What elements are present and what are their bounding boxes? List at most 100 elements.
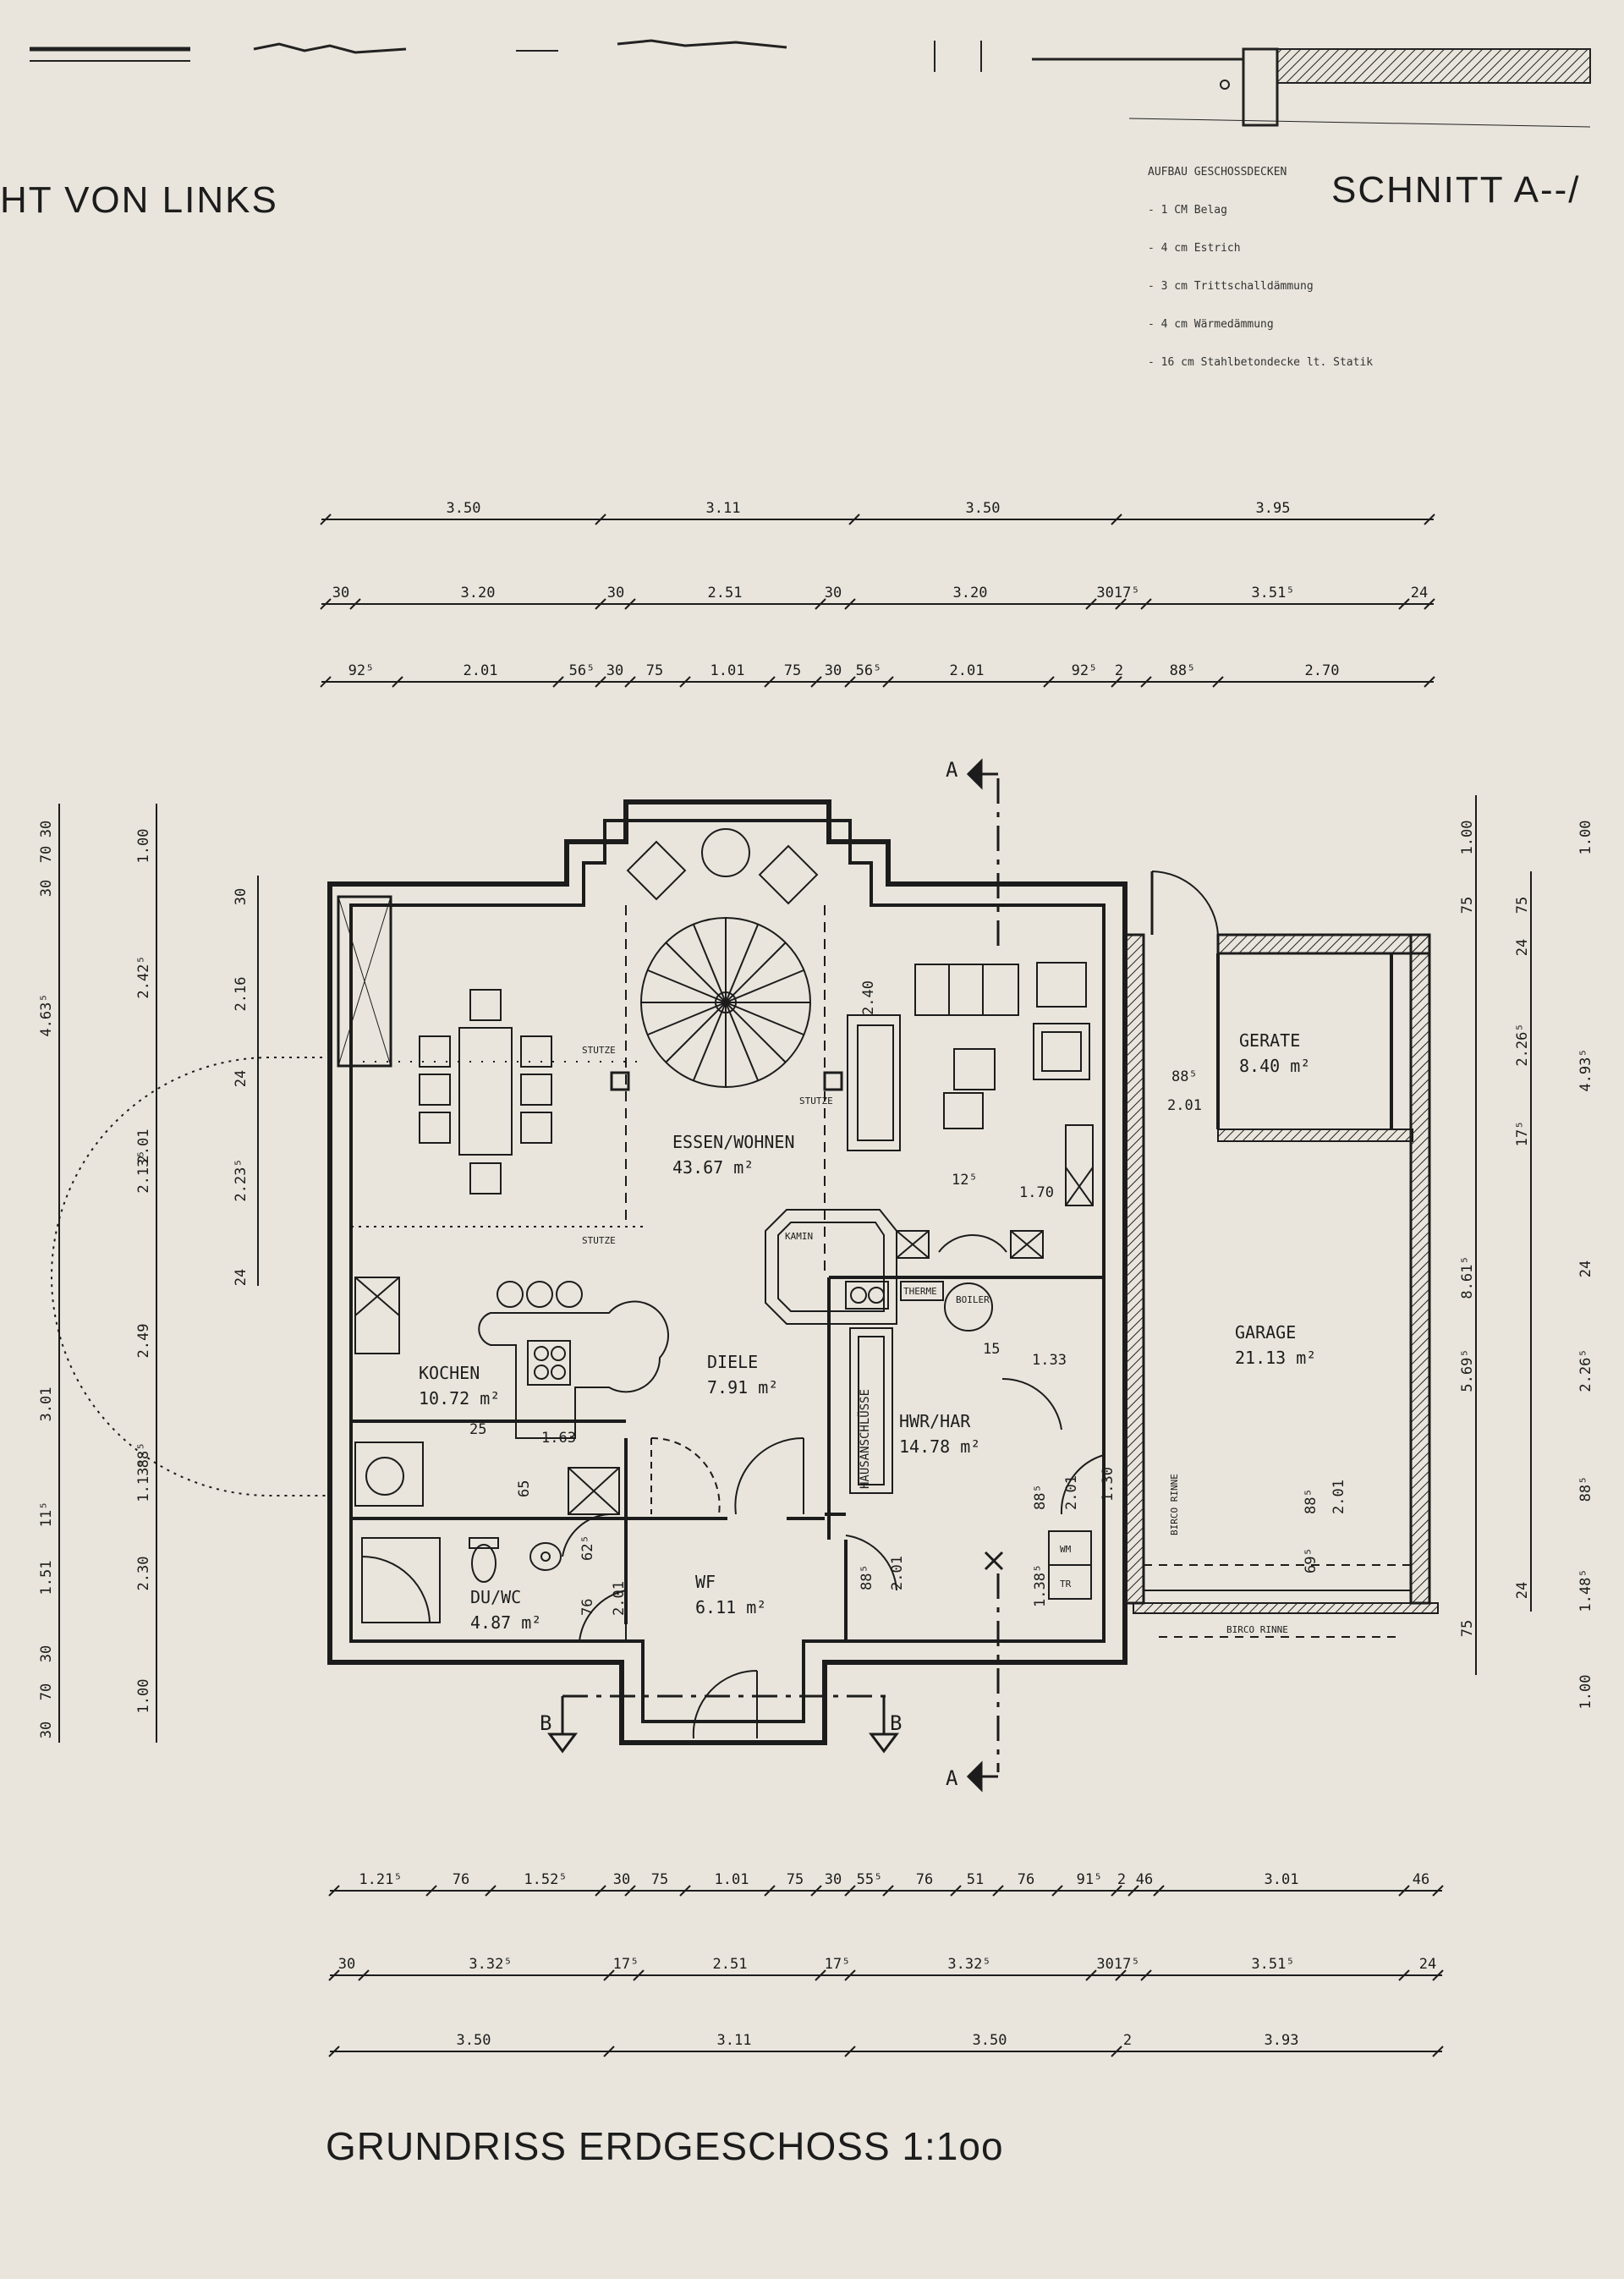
dim-bottom-row1-9: 76	[916, 1871, 933, 1888]
dim-right-inner-0: 1.00	[1459, 821, 1476, 855]
dim-top-row1-1: 3.11	[706, 500, 741, 517]
dim-left-outer-8: 70	[38, 1683, 55, 1700]
construction-notes: AUFBAU GESCHOSSDECKEN - 1 CM Belag - 4 c…	[1148, 166, 1373, 394]
dim-right-far-3: 2.26⁵	[1577, 1348, 1594, 1392]
kitchen-units	[354, 1277, 669, 1515]
dim-top-row3-8: 56⁵	[856, 662, 882, 679]
dim-top-row3-12: 88⁵	[1170, 662, 1196, 679]
dim-right-inner-3: 5.69⁵	[1459, 1348, 1476, 1392]
birco-rinne-label: BIRCO RINNE	[1226, 1624, 1288, 1635]
dim-right-outer-3: 17⁵	[1514, 1121, 1531, 1147]
room-name-wc: DU/WC	[470, 1587, 521, 1607]
dim-top-row2-1: 3.20	[461, 585, 496, 601]
dim-bottom-row1-2: 1.52⁵	[524, 1871, 567, 1888]
dim-top-row2-0: 30	[332, 585, 349, 601]
dim-76: 76	[579, 1599, 596, 1616]
dim-bottom-row1-15: 3.01	[1265, 1871, 1299, 1888]
living-furniture	[847, 962, 1094, 1259]
dim-bottom-row1-1: 76	[453, 1871, 469, 1888]
dim-201a: 2.01	[1167, 1097, 1202, 1114]
dim-left-mid-0: 1.00	[135, 829, 152, 864]
dim-garage-88: 88⁵	[1303, 1488, 1320, 1514]
dim-left-outer-9: 30	[38, 1722, 55, 1738]
dim-bottom-row1-5: 1.01	[715, 1871, 749, 1888]
dim-top-row3-9: 2.01	[950, 662, 985, 679]
dim-201b: 2.01	[1063, 1475, 1080, 1510]
dim-bottom-row1-7: 30	[825, 1871, 842, 1888]
dim-left-inner-2: 24	[233, 1070, 250, 1087]
dim-bottom-row2-6: 3017⁵	[1096, 1956, 1139, 1973]
note-layer-4: - 4 cm Wärmedämmung	[1148, 318, 1274, 331]
dim-top-row3-5: 1.01	[710, 662, 745, 679]
dim-bottom-row1-14: 46	[1136, 1871, 1153, 1888]
dim-bottom-row1-8: 55⁵	[857, 1871, 883, 1888]
dim-top-row3-3: 30	[606, 662, 623, 679]
dim-top-row2-3: 2.51	[708, 585, 743, 601]
dim-left-outer-6: 1.51	[38, 1561, 55, 1595]
dim-right-outer-1: 24	[1514, 939, 1531, 956]
section-a-label-bottom: A	[946, 1766, 958, 1790]
dim-left-mid-3: 2.13⁵	[135, 1150, 152, 1193]
dim-130: 1.30	[1100, 1467, 1116, 1502]
dim-bottom-row3-2: 3.50	[973, 2032, 1007, 2049]
section-a-label-top: A	[946, 758, 958, 782]
dim-top-row3-10: 92⁵	[1072, 662, 1098, 679]
dim-bottom-row1-12: 91⁵	[1077, 1871, 1103, 1888]
dim-right-far-0: 1.00	[1577, 821, 1594, 855]
dim-62: 62⁵	[579, 1535, 596, 1561]
dim-left-outer-0: 30	[38, 821, 55, 837]
section-lines	[547, 758, 1000, 1793]
stutze-label-1: STUTZE	[582, 1045, 616, 1056]
dim-top-row3-0: 92⁵	[348, 662, 375, 679]
bay-furniture	[626, 828, 819, 905]
dim-left-inner-1: 2.16	[233, 977, 250, 1012]
dim-bottom-row3-1: 3.11	[717, 2032, 752, 2049]
dim-right-inner-1: 75	[1459, 897, 1476, 914]
fireplace	[765, 1209, 897, 1325]
dim-left-outer-2: 30	[38, 880, 55, 897]
dim-top-row1-3: 3.95	[1256, 500, 1291, 517]
room-area-hwr: 14.78 m²	[899, 1436, 980, 1457]
dim-right-inner-2: 8.61⁵	[1459, 1255, 1476, 1299]
dim-bottom-row1-4: 75	[651, 1871, 668, 1888]
room-area-wc: 4.87 m²	[470, 1612, 541, 1633]
dim-25: 25	[469, 1421, 486, 1438]
dim-left-mid-1: 2.42⁵	[135, 955, 152, 998]
room-name-hwr: HWR/HAR	[899, 1411, 971, 1431]
dim-88b: 88⁵	[1032, 1484, 1049, 1510]
room-name-wf: WF	[695, 1572, 716, 1592]
dim-right-inner-4: 75	[1459, 1620, 1476, 1637]
floor-plan-title: GRUNDRISS ERDGESCHOSS 1:1oo	[326, 2124, 1004, 2168]
bathroom-fixtures	[361, 1537, 627, 1642]
dim-bottom-row1-10: 51	[967, 1871, 984, 1888]
dim-right-outer-4: 24	[1514, 1582, 1531, 1599]
dim-bottom-row2-1: 3.32⁵	[469, 1956, 512, 1973]
dim-bottom-row1-0: 1.21⁵	[359, 1871, 402, 1888]
dim-bottom-row3-3: 2	[1123, 2032, 1132, 2049]
room-name-kochen: KOCHEN	[419, 1363, 480, 1383]
dim-right-outer-2: 2.26⁵	[1514, 1023, 1531, 1066]
dim-bottom-row2-8: 24	[1419, 1956, 1436, 1973]
dim-left-outer-7: 30	[38, 1645, 55, 1662]
dim-top-row3-2: 56⁵	[569, 662, 595, 679]
dim-right-far-4: 88⁵	[1577, 1476, 1594, 1502]
dim-right-outer-0: 75	[1514, 897, 1531, 914]
boiler-label: BOILER	[956, 1294, 990, 1305]
room-name-diele: DIELE	[707, 1352, 758, 1372]
dim-bottom-row1-16: 46	[1413, 1871, 1429, 1888]
wm-label: WM	[1060, 1544, 1072, 1555]
dim-left-inner-3: 2.23⁵	[233, 1158, 250, 1201]
dim-bottom-row1-11: 76	[1018, 1871, 1034, 1888]
dim-right-far-6: 1.00	[1577, 1675, 1594, 1710]
hausanschluss-label: HAUSANSCHLÜSSE	[857, 1389, 872, 1489]
dim-left-mid-7: 2.30	[135, 1557, 152, 1591]
dim-15: 15	[983, 1341, 1000, 1358]
dim-69: 69⁵	[1303, 1547, 1320, 1573]
dining-set	[419, 989, 552, 1194]
room-name-gerate: GERATE	[1239, 1030, 1300, 1051]
room-area-gerate: 8.40 m²	[1239, 1056, 1310, 1076]
dim-right-far-1: 4.93⁵	[1577, 1048, 1594, 1091]
dim-right-far-2: 24	[1577, 1260, 1594, 1277]
dim-201d: 2.01	[889, 1556, 906, 1590]
